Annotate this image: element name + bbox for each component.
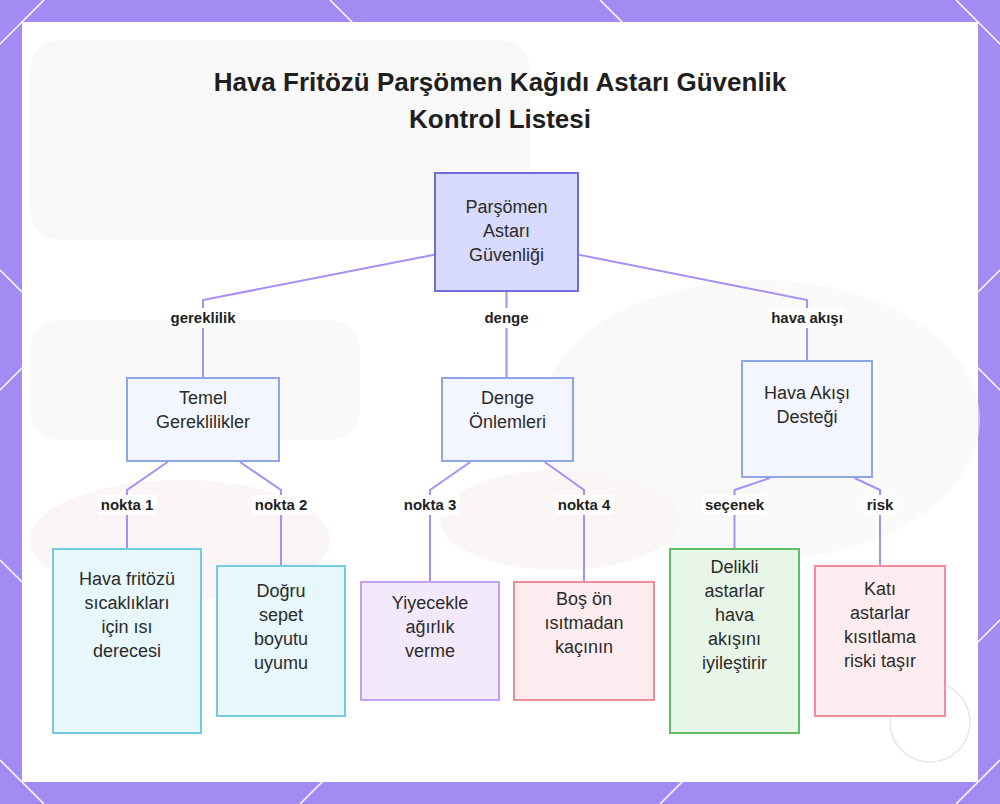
connector-line xyxy=(506,292,508,377)
topic-box: Katı astarlar kısıtlama riski taşır xyxy=(814,565,946,717)
text-stack: Temel Gereklilikler xyxy=(136,386,270,434)
topic-box: Denge Önlemleri xyxy=(441,377,574,462)
edge-label: hava akışı xyxy=(768,308,846,328)
edge-label: nokta 4 xyxy=(555,495,614,515)
node-label: Doğru sepet boyutu uyumu xyxy=(242,579,320,675)
topic-box: Yiyecekle ağırlık verme xyxy=(360,581,500,701)
connector-line xyxy=(545,462,584,581)
topic-box: Delikli astarlar hava akışını iyileştiri… xyxy=(669,548,800,734)
edge-label: nokta 1 xyxy=(98,495,157,515)
node-label: Yiyecekle ağırlık verme xyxy=(382,591,478,663)
topic-box: Hava Akışı Desteği xyxy=(741,360,873,478)
text-stack: Parşömen Astarı Güvenliği xyxy=(456,195,557,267)
edge-label: denge xyxy=(481,308,531,328)
root-box: Parşömen Astarı Güvenliği xyxy=(434,172,579,292)
text-stack: Denge Önlemleri xyxy=(451,386,564,434)
faded-photo-backdrop xyxy=(30,40,980,600)
node-label: Delikli astarlar hava akışını iyileştiri… xyxy=(691,555,778,675)
connector-line xyxy=(430,462,470,581)
text-stack: Delikli astarlar hava akışını iyileştiri… xyxy=(691,555,778,675)
edge-label: risk xyxy=(864,495,897,515)
white-panel xyxy=(22,22,978,782)
edge-label: nokta 2 xyxy=(252,495,311,515)
edge-label: nokta 3 xyxy=(401,495,460,515)
text-stack: Yiyecekle ağırlık verme xyxy=(382,591,478,663)
text-stack: Boş ön ısıtmadan kaçının xyxy=(535,587,633,659)
node-label: Temel Gereklilikler xyxy=(136,386,270,434)
diagram-title: Hava Fritözü Parşömen Kağıdı Astarı Güve… xyxy=(210,64,790,138)
node-label: Boş ön ısıtmadan kaçının xyxy=(535,587,633,659)
topic-box: Hava fritözü sıcaklıkları için ısı derec… xyxy=(52,548,202,734)
text-stack: Katı astarlar kısıtlama riski taşır xyxy=(834,577,926,673)
edge-label: gereklilik xyxy=(167,308,238,328)
topic-box: Boş ön ısıtmadan kaçının xyxy=(513,581,655,701)
node-label: Parşömen Astarı Güvenliği xyxy=(456,195,557,267)
node-label: Denge Önlemleri xyxy=(451,386,564,434)
edge-label: seçenek xyxy=(702,495,767,515)
connector-line xyxy=(855,478,880,565)
topic-box: Temel Gereklilikler xyxy=(126,377,280,462)
node-label: Katı astarlar kısıtlama riski taşır xyxy=(834,577,926,673)
text-stack: Doğru sepet boyutu uyumu xyxy=(242,579,320,675)
node-label: Hava Akışı Desteği xyxy=(757,381,857,429)
text-stack: Hava fritözü sıcaklıkları için ısı derec… xyxy=(78,567,176,663)
text-stack: Hava Akışı Desteği xyxy=(757,381,857,429)
topic-box: Doğru sepet boyutu uyumu xyxy=(216,565,346,717)
node-label: Hava fritözü sıcaklıkları için ısı derec… xyxy=(78,567,176,663)
